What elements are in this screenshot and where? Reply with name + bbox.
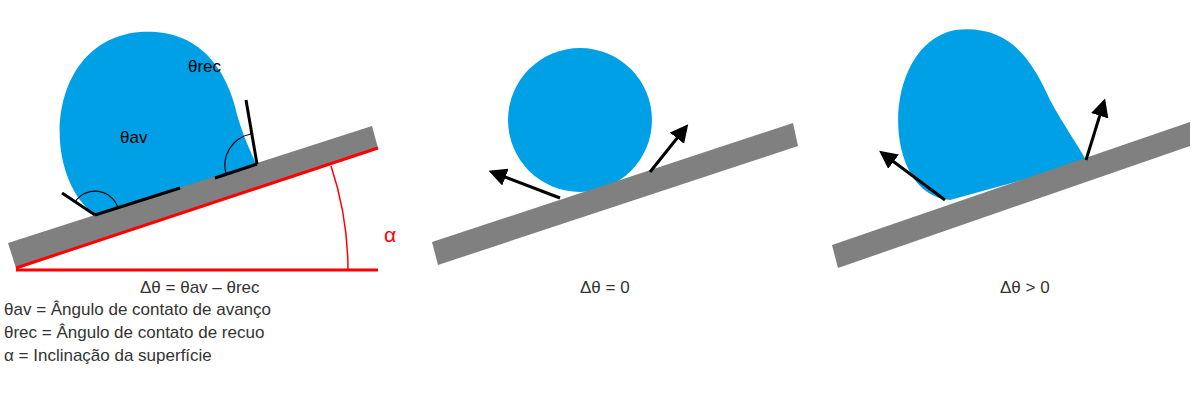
slope-line <box>16 148 378 268</box>
drop <box>508 48 652 192</box>
caption-label: Δθ > 0 <box>1000 278 1050 298</box>
arrow <box>882 153 945 200</box>
tangent-line <box>215 164 257 178</box>
arrow <box>492 172 560 198</box>
formula: Δθ = θav – θrec <box>140 278 260 298</box>
caption-label: Δθ = 0 <box>580 278 630 298</box>
tangent-line <box>95 188 180 215</box>
angle-arc <box>331 166 348 270</box>
angle-label: θav <box>120 128 147 148</box>
definition: θrec = Ângulo de contato de recuo <box>4 323 264 343</box>
definition: θav = Ângulo de contato de avanço <box>4 300 271 320</box>
tangent-line <box>62 193 95 215</box>
definition: α = Inclinação da superfície <box>4 346 212 366</box>
angle-label: θrec <box>188 57 221 77</box>
horizontal-line <box>16 269 378 272</box>
angle-label: α <box>384 222 396 247</box>
tangent-line <box>246 100 257 164</box>
surface <box>8 126 378 268</box>
angle-arc <box>75 191 118 208</box>
surface <box>832 122 1190 268</box>
surface <box>432 123 798 265</box>
arrow <box>650 127 686 172</box>
angle-arc <box>225 134 251 174</box>
arrow <box>1086 102 1104 160</box>
